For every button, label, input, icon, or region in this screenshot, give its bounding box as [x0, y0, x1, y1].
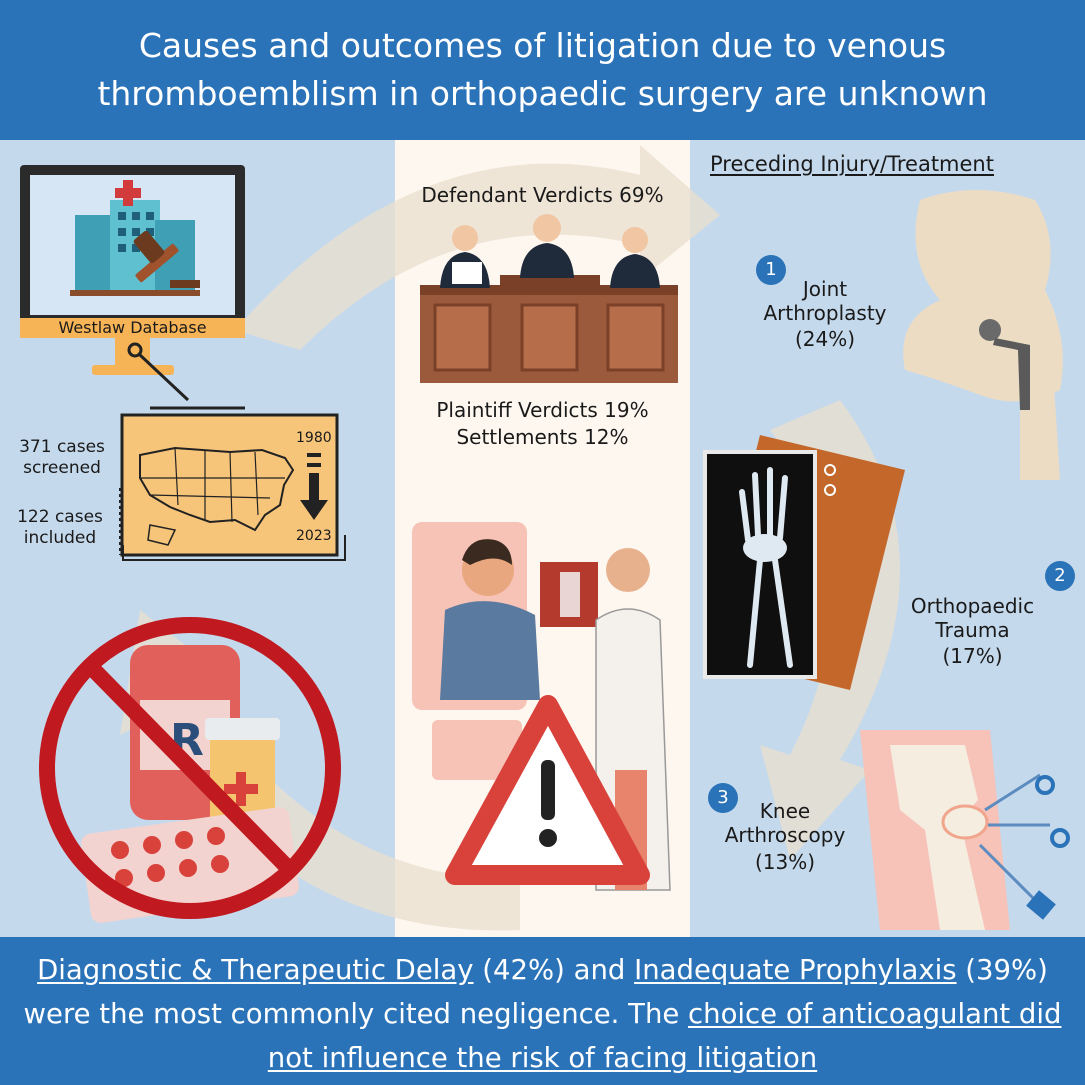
cases-screened: 371 cases screened: [19, 437, 105, 478]
finding-text-1: (42%) and: [473, 954, 635, 986]
knee-arthroscopy-icon: [860, 730, 1070, 930]
prohibition-sign-icon: [39, 617, 341, 919]
injury-name-2: Orthopaedic Trauma: [910, 594, 1035, 642]
injury-name-1: Joint Arthroplasty: [763, 277, 887, 325]
finding-text-2: (39%) were the most commonly cited negli…: [23, 954, 1048, 1030]
title-line-2: thromboemblism in orthopaedic surgery ar…: [97, 74, 988, 113]
hospital-icon: [70, 180, 200, 296]
footer-bar: [0, 937, 1085, 1085]
doctor-patient-icon: [412, 522, 671, 891]
injury-pct-1: (24%): [794, 327, 856, 351]
cases-included: 122 cases included: [17, 507, 103, 548]
conclusion-text: Diagnostic & Therapeutic Delay (42%) and…: [10, 948, 1075, 1080]
title-line-1: Causes and outcomes of litigation due to…: [138, 26, 947, 65]
finding-anticoagulant-choice: choice of anticoagulant did not influenc…: [267, 998, 1062, 1074]
courtroom-icon: [420, 214, 678, 383]
hip-prosthesis-icon: [903, 190, 1063, 480]
header-bar: [0, 0, 1085, 140]
injury-pct-3: (13%): [754, 850, 816, 874]
step-badge-3: 3: [708, 783, 738, 813]
step-badge-1: 1: [756, 255, 786, 285]
page-title: Causes and outcomes of litigation due to…: [0, 22, 1085, 118]
step-badge-2: 2: [1045, 561, 1075, 591]
timeline-arrow-icon: [300, 453, 328, 520]
finding-diagnostic-delay: Diagnostic & Therapeutic Delay: [37, 954, 474, 986]
warning-sign-icon: [445, 695, 650, 885]
injury-heading: Preceding Injury/Treatment: [710, 152, 994, 176]
injury-pct-2: (17%): [942, 644, 1003, 668]
finding-inadequate-prophylaxis: Inadequate Prophylaxis: [634, 954, 957, 986]
year-start: 1980: [296, 430, 332, 446]
plaintiff-verdicts: Plaintiff Verdicts 19%: [436, 398, 649, 422]
injury-name-3: Knee Arthroscopy: [724, 799, 846, 847]
gavel-icon: [133, 230, 200, 288]
year-end: 2023: [296, 528, 332, 544]
us-map-icon: [120, 413, 346, 561]
illustration-layer: R: [20, 145, 1070, 931]
xray-envelope-icon: [703, 435, 905, 690]
database-label: Westlaw Database: [58, 318, 207, 337]
defendant-verdicts: Defendant Verdicts 69%: [421, 183, 664, 207]
settlements: Settlements 12%: [456, 425, 629, 449]
